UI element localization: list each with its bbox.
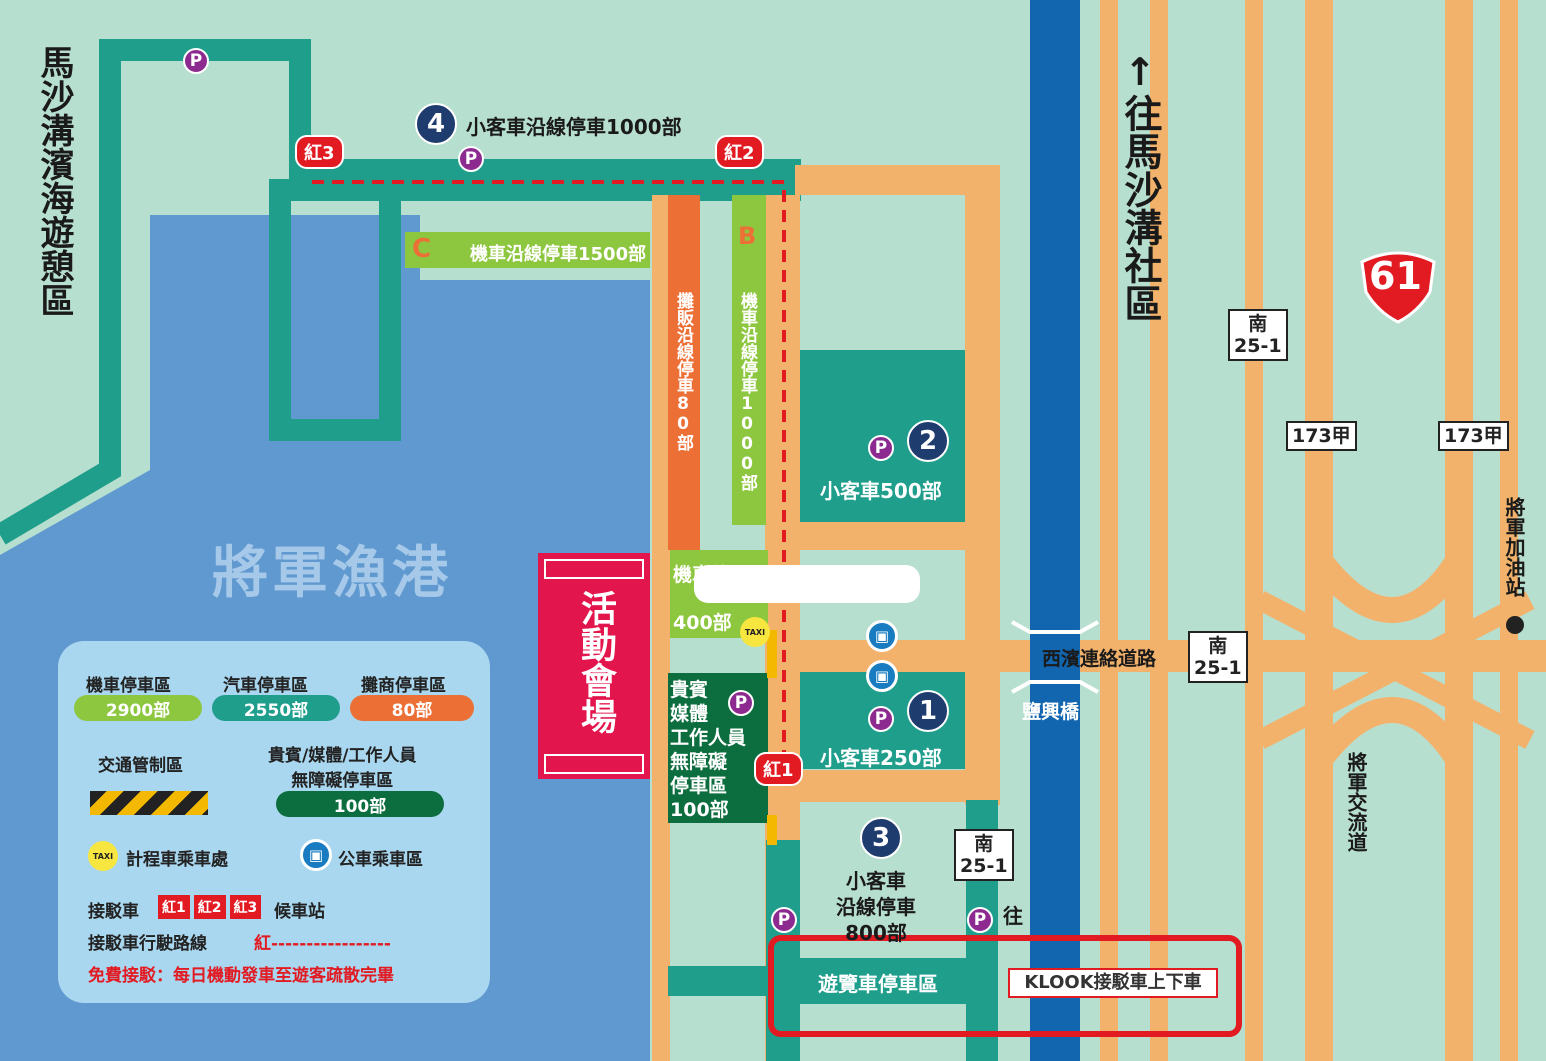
legend-route-line: 紅----------------- — [254, 934, 391, 954]
highway-61-sign: 61 — [1369, 254, 1422, 298]
vip-parking-label: 貴賓 媒體 工作人員 無障礙 停車區 100部 — [670, 679, 747, 821]
road-sign-173a: 173甲 — [1286, 421, 1357, 451]
moto-c-label: 機車沿線停車1500部 — [470, 244, 647, 265]
moto-c-letter: C — [412, 234, 432, 264]
legend-vendor-value: 80部 — [350, 695, 474, 721]
south-direction-label: 往 — [1003, 904, 1023, 928]
parking-icon: P — [868, 435, 894, 461]
legend-moto-title: 機車停車區 — [86, 676, 171, 696]
taxi-icon: TAXI — [740, 617, 770, 647]
legend-shuttle-suffix: 候車站 — [274, 902, 325, 922]
taxi-icon: TAXI — [88, 841, 118, 871]
moto-a-count: 400部 — [673, 612, 732, 634]
lot-2-label: 小客車500部 — [820, 479, 942, 503]
parking-icon: P — [183, 48, 209, 74]
road-label-west: 西濱連絡道路 — [1042, 648, 1157, 670]
legend-bus-label: 公車乘車區 — [338, 850, 423, 870]
legend-red3: 紅3 — [229, 895, 262, 919]
legend-vip-title: 貴賓/媒體/工作人員 無障礙停車區 — [268, 746, 417, 791]
moto-b-letter: B — [738, 222, 757, 250]
legend-route-label: 接駁車行駛路線 — [88, 934, 207, 954]
moto-b-label: 機車沿線停車1000部 — [737, 292, 757, 491]
north-direction-label: ↑往馬沙溝社區 — [1118, 50, 1162, 322]
bridge-label: 鹽興橋 — [1022, 701, 1080, 723]
interchange-label: 將軍交流道 — [1344, 752, 1368, 852]
lot-3-label: 小客車 沿線停車 800部 — [836, 869, 916, 945]
beach-label: 馬沙溝濱海遊憩區 — [34, 45, 74, 317]
road-sign-173a: 173甲 — [1438, 421, 1509, 451]
parking-icon: P — [868, 706, 894, 732]
legend-red1: 紅1 — [158, 895, 190, 919]
parking-icon: P — [771, 907, 797, 933]
bus-icon: ▣ — [300, 839, 332, 871]
shuttle-stop-red2: 紅2 — [715, 135, 764, 169]
road-sign-n25-1: 南 25-1 — [1188, 631, 1248, 683]
klook-shuttle-label: KLOOK接駁車上下車 — [1008, 968, 1218, 998]
lot-4-number: 4 — [415, 103, 457, 145]
legend-taxi-label: 計程車乘車處 — [126, 850, 228, 870]
vendor-label: 攤販沿線停車80部 — [673, 292, 693, 451]
venue-label: 活動會場 — [575, 590, 616, 734]
gas-station-label: 將軍加油站 — [1502, 497, 1526, 597]
parking-icon: P — [458, 146, 484, 172]
legend-traffic-swatch — [90, 791, 208, 815]
road-sign-n25-1: 南 25-1 — [1228, 309, 1288, 361]
shuttle-stop-red1: 紅1 — [754, 752, 803, 786]
lot-1-label: 小客車250部 — [820, 746, 942, 770]
lot-3-number: 3 — [860, 817, 902, 859]
moto-a-label: 機車停 — [673, 564, 731, 586]
legend-red2: 紅2 — [193, 895, 226, 919]
road-sign-n25-1: 南 25-1 — [954, 829, 1014, 881]
legend-traffic-label: 交通管制區 — [98, 756, 183, 776]
legend-vendor-title: 攤商停車區 — [361, 676, 446, 696]
lot-2-number: 2 — [907, 420, 949, 462]
legend-shuttle-prefix: 接駁車 — [88, 902, 139, 922]
legend-shuttle-tags: 紅1 紅2 紅3 — [158, 895, 262, 919]
bus-icon: ▣ — [866, 620, 898, 652]
parking-icon: P — [728, 690, 754, 716]
bus-icon: ▣ — [866, 660, 898, 692]
legend-vip-value: 100部 — [276, 791, 444, 817]
harbor-label: 將軍漁港 — [212, 541, 452, 606]
legend-panel: 機車停車區 2900部 汽車停車區 2550部 攤商停車區 80部 交通管制區 … — [58, 641, 490, 1003]
legend-car-title: 汽車停車區 — [223, 676, 308, 696]
lot-1-number: 1 — [907, 690, 949, 732]
lot-4-label: 小客車沿線停車1000部 — [466, 115, 682, 139]
legend-moto-value: 2900部 — [74, 695, 202, 721]
tour-bus-label: 遊覽車停車區 — [818, 972, 938, 996]
legend-car-value: 2550部 — [212, 695, 340, 721]
parking-icon: P — [967, 907, 993, 933]
shuttle-stop-red3: 紅3 — [295, 135, 344, 169]
legend-free-shuttle: 免費接駁：每日機動發車至遊客疏散完畢 — [88, 966, 394, 986]
